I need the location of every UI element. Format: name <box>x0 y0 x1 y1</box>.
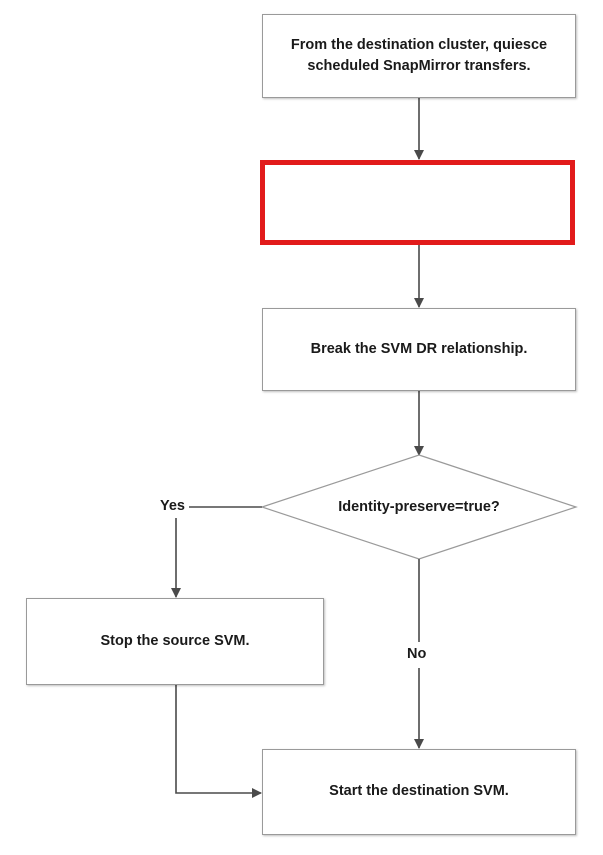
step-break-relationship: Break the SVM DR relationship. <box>262 308 576 391</box>
step-missing-highlighted <box>260 160 575 245</box>
step-quiesce-transfers: From the destination cluster, quiesce sc… <box>262 14 576 98</box>
step-start-text: Start the destination SVM. <box>329 783 509 800</box>
arrow-stop-to-start <box>175 685 262 798</box>
decision-label: Identity-preserve=true? <box>338 499 500 515</box>
yes-branch-label: Yes <box>160 498 185 514</box>
step-stop-source: Stop the source SVM. <box>26 598 324 685</box>
step-break-text: Break the SVM DR relationship. <box>310 340 528 357</box>
no-branch-label: No <box>407 646 427 662</box>
step-start-destination: Start the destination SVM. <box>262 749 576 835</box>
step-quiesce-line1: From the destination cluster, quiesce <box>290 36 548 53</box>
step-quiesce-line2: scheduled SnapMirror transfers. <box>307 58 531 74</box>
step-stop-text: Stop the source SVM. <box>100 632 250 649</box>
